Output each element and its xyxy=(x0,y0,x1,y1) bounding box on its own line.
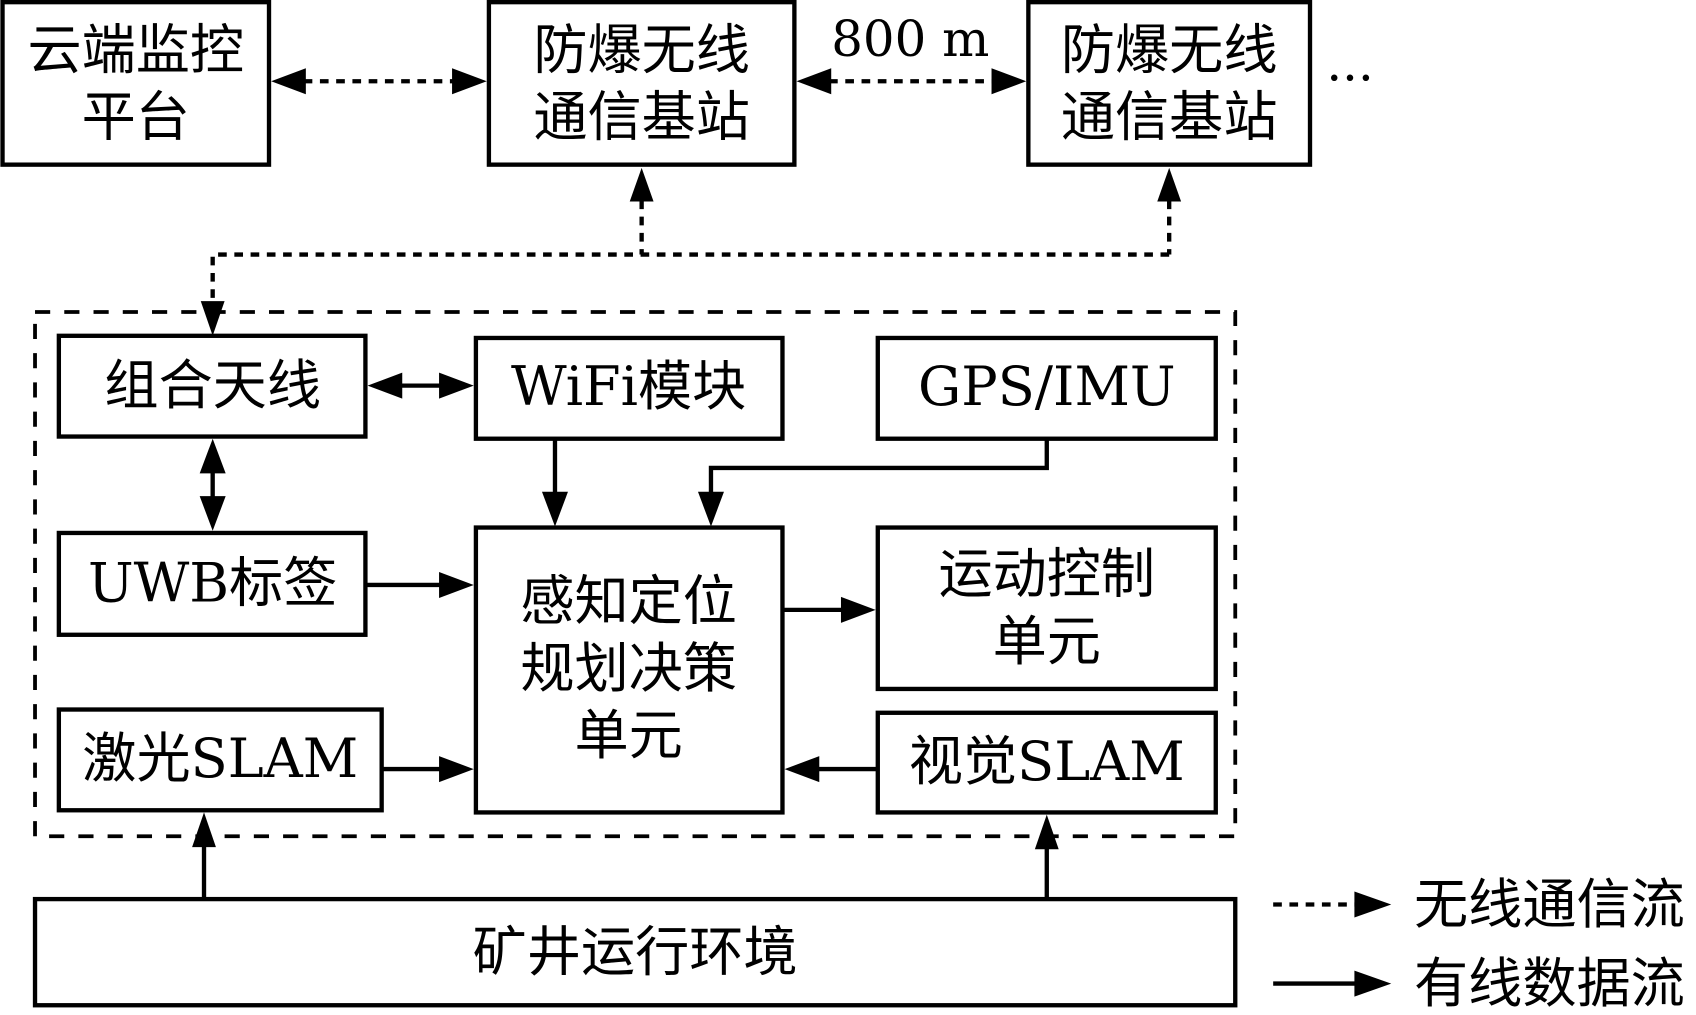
wireless-arrow-cloud-bs1 xyxy=(271,68,487,95)
wireless-arrow-bs1-bs2 xyxy=(796,68,1027,95)
legend-wired-label: 有线数据流 xyxy=(1414,952,1685,1015)
arrowhead-right xyxy=(452,68,487,95)
arrowhead-down-antenna xyxy=(200,301,225,336)
legend-dotted-arrowhead xyxy=(1354,891,1392,918)
decision-unit-line1: 感知定位 xyxy=(520,570,737,633)
legend-wireless-label: 无线通信流 xyxy=(1414,873,1685,936)
base-station-2-line2: 通信基站 xyxy=(1061,85,1278,148)
legend-wired: 有线数据流 xyxy=(1273,952,1685,1015)
wired-arrow-unit-motion xyxy=(782,596,876,623)
robot-system-boundary xyxy=(33,310,1238,839)
cloud-monitoring-platform: 云端监控 平台 xyxy=(0,0,272,167)
visual-slam-label: 视觉SLAM xyxy=(909,730,1185,793)
laser-slam: 激光SLAM xyxy=(56,707,384,813)
arrowhead-up-bs2 xyxy=(1157,167,1182,202)
gps-imu-label: GPS/IMU xyxy=(918,355,1176,418)
combined-antenna-label: 组合天线 xyxy=(104,354,321,417)
arrowhead-left xyxy=(796,68,832,95)
gps-imu: GPS/IMU xyxy=(875,335,1218,441)
uwb-tag-label: UWB标签 xyxy=(88,551,337,614)
wifi-module-label: WiFi模块 xyxy=(511,355,746,418)
uwb-tag: UWB标签 xyxy=(56,530,368,637)
mine-environment-label: 矿井运行环境 xyxy=(473,921,798,984)
legend: 无线通信流 有线数据流 xyxy=(1273,873,1685,1015)
motion-control-line2: 单元 xyxy=(993,610,1101,673)
wired-arrow-gps-unit xyxy=(697,438,1049,527)
wired-arrow-antenna-wifi xyxy=(367,372,474,399)
cloud-label-line2: 平台 xyxy=(82,85,190,148)
wired-arrow-env-visual xyxy=(1034,814,1059,900)
combined-antenna: 组合天线 xyxy=(56,333,368,439)
wired-arrow-antenna-uwb xyxy=(199,438,226,531)
base-station-1-line2: 通信基站 xyxy=(533,85,750,148)
laser-slam-label: 激光SLAM xyxy=(82,727,358,790)
arrowhead-left xyxy=(271,68,306,95)
continuation-ellipsis: ··· xyxy=(1326,49,1374,107)
base-station-1: 防爆无线 通信基站 xyxy=(486,0,797,167)
distance-label: 800 m xyxy=(831,10,989,68)
wired-arrow-laser-unit xyxy=(381,756,474,783)
base-station-1-line1: 防爆无线 xyxy=(533,18,750,81)
wired-arrow-uwb-unit xyxy=(365,571,474,598)
mine-environment: 矿井运行环境 xyxy=(32,896,1238,1008)
base-station-2: 防爆无线 通信基站 xyxy=(1026,0,1313,167)
arrowhead-right xyxy=(991,68,1027,95)
wired-arrow-visual-unit xyxy=(784,756,878,783)
perception-decision-unit: 感知定位 规划决策 单元 xyxy=(473,525,785,815)
wired-arrow-wifi-unit xyxy=(541,438,568,527)
motion-control-unit: 运动控制 单元 xyxy=(875,525,1218,692)
wifi-module: WiFi模块 xyxy=(473,335,785,441)
base-station-2-line1: 防爆无线 xyxy=(1061,18,1278,81)
motion-control-line1: 运动控制 xyxy=(938,543,1155,606)
legend-wireless: 无线通信流 xyxy=(1273,873,1685,936)
arrowhead-up-bs1 xyxy=(629,167,654,202)
wireless-link-bs-antenna xyxy=(200,167,1182,336)
visual-slam: 视觉SLAM xyxy=(875,710,1218,815)
cloud-label-line1: 云端监控 xyxy=(27,18,244,81)
wired-arrow-env-laser xyxy=(192,812,216,900)
decision-unit-line2: 规划决策 xyxy=(520,637,737,700)
legend-solid-arrowhead xyxy=(1354,970,1392,997)
decision-unit-line3: 单元 xyxy=(574,704,682,767)
